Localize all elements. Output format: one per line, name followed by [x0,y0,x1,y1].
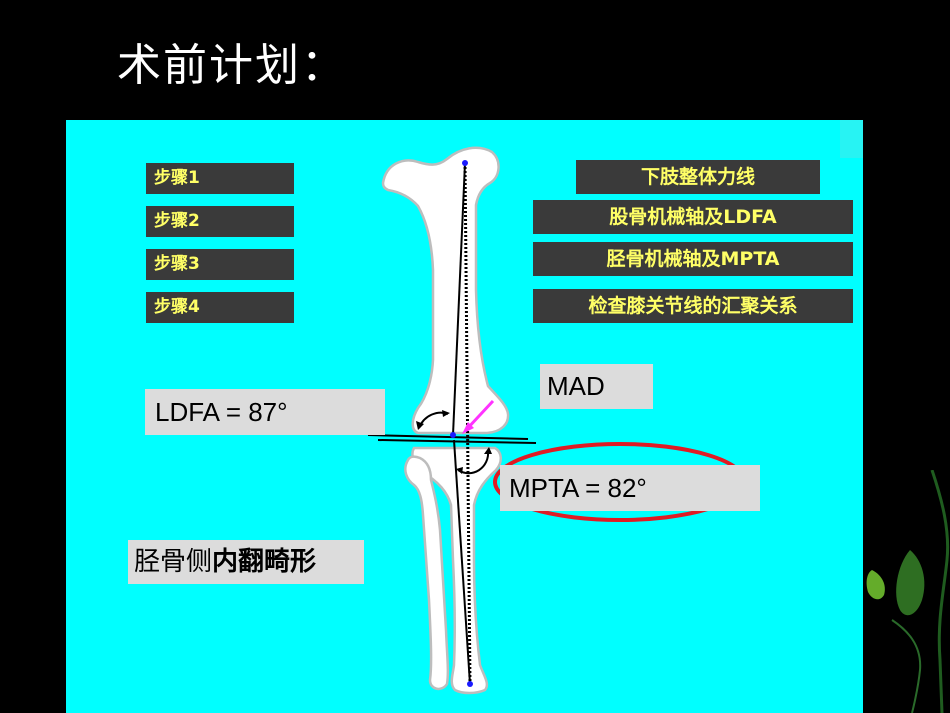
tag-tibial-axis-mpta[interactable]: 胫骨机械轴及MPTA [533,242,853,276]
knee-center-point [450,432,456,438]
mad-arrowhead [462,422,474,434]
tag-joint-line-convergence[interactable]: 检查膝关节线的汇聚关系 [533,289,853,323]
femoral-axis-line [452,162,466,436]
step-2-button[interactable]: 步骤2 [146,206,294,237]
ldfa-label: LDFA = 87° [145,389,385,435]
step-1-button[interactable]: 步骤1 [146,163,294,194]
femur-bone [381,146,510,435]
diagnosis-part-2: 内翻畸形 [212,547,317,577]
step-3-button[interactable]: 步骤3 [146,249,294,280]
tibial-axis-line [453,439,471,685]
skeleton-decoration [866,470,950,713]
mpta-label: MPTA = 82° [500,465,760,511]
step-4-button[interactable]: 步骤4 [146,292,294,323]
page-title: 术前计划： [117,40,347,91]
tag-femoral-axis-ldfa[interactable]: 股骨机械轴及LDFA [533,200,853,234]
ankle-center-point [467,681,473,687]
diagnosis-label: 胫骨侧内翻畸形 [128,540,364,584]
tibia-bone [411,446,502,695]
mad-label: MAD [540,364,653,409]
hip-center-point [462,160,468,166]
tag-limb-alignment[interactable]: 下肢整体力线 [576,160,820,194]
panel-corner [840,120,863,158]
diagnosis-part-1: 胫骨侧 [134,547,213,577]
fibula-bone [404,455,450,691]
